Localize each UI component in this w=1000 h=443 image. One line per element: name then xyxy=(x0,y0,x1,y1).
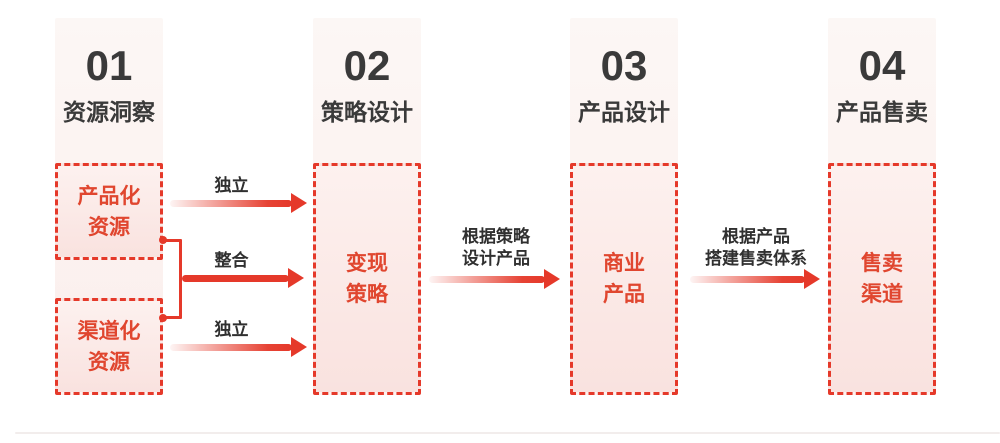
box-label-commercial-product: 商业 产品 xyxy=(603,248,645,310)
box-label-monetization-strategy: 变现 策略 xyxy=(346,248,388,310)
arrow-label-line: 设计产品 xyxy=(462,249,530,268)
box-monetization-strategy: 变现 策略 xyxy=(313,163,421,395)
box-label-line: 渠道 xyxy=(861,283,903,306)
step-title-product-sales: 产品售卖 xyxy=(836,99,928,125)
box-label-line: 变现 xyxy=(346,252,388,275)
box-label-line: 售卖 xyxy=(861,252,903,275)
box-label-line: 商业 xyxy=(603,252,645,275)
arrow-strategy-to-product xyxy=(429,276,545,283)
merge-line-bottom xyxy=(163,316,182,319)
box-label-line: 资源 xyxy=(88,350,130,374)
step-number-04: 04 xyxy=(858,42,906,89)
box-productized-resources: 产品化 资源 xyxy=(55,163,163,260)
arrowhead-strategy-to-product-icon xyxy=(544,269,560,289)
arrowhead-independent-bottom-icon xyxy=(291,337,307,357)
merge-line-top xyxy=(163,239,182,242)
step-number-03: 03 xyxy=(600,42,648,89)
arrowhead-product-to-sales-icon xyxy=(804,269,820,289)
box-label-line: 产品 xyxy=(603,283,645,306)
arrowhead-integrate-icon xyxy=(288,268,304,288)
arrow-label-line: 根据策略 xyxy=(462,227,530,246)
box-label-line: 策略 xyxy=(346,283,388,306)
arrow-independent-bottom xyxy=(170,344,292,351)
bottom-divider xyxy=(15,432,1000,434)
merge-line-vertical xyxy=(179,239,182,319)
arrow-label-integrate: 整合 xyxy=(214,251,249,270)
arrow-label-independent-top: 独立 xyxy=(214,176,249,195)
arrow-independent-top xyxy=(170,200,292,207)
box-label-line: 产品化 xyxy=(77,184,141,208)
box-label-channelized-resources: 渠道化 资源 xyxy=(78,316,141,378)
arrow-label-line: 根据产品 xyxy=(722,227,790,246)
step-number-01: 01 xyxy=(85,42,133,89)
arrow-integrate xyxy=(182,275,289,282)
step-number-02: 02 xyxy=(343,42,391,89)
step-title-product-design: 产品设计 xyxy=(578,99,670,125)
arrow-label-strategy-to-product: 根据策略 设计产品 xyxy=(420,226,572,270)
box-label-productized-resources: 产品化 资源 xyxy=(78,181,141,243)
arrowhead-independent-top-icon xyxy=(291,193,307,213)
arrow-label-product-to-sales: 根据产品 搭建售卖体系 xyxy=(680,226,832,270)
box-channelized-resources: 渠道化 资源 xyxy=(55,298,163,395)
step-title-resource-insight: 资源洞察 xyxy=(63,99,155,125)
step-title-strategy-design: 策略设计 xyxy=(321,99,413,125)
box-label-line: 渠道化 xyxy=(77,319,141,343)
box-commercial-product: 商业 产品 xyxy=(570,163,678,395)
arrow-label-independent-bottom: 独立 xyxy=(214,320,249,339)
box-label-sales-channel: 售卖 渠道 xyxy=(861,248,903,310)
box-label-line: 资源 xyxy=(88,215,130,239)
arrow-label-line: 搭建售卖体系 xyxy=(705,249,807,268)
arrow-product-to-sales xyxy=(690,276,805,283)
box-sales-channel: 售卖 渠道 xyxy=(828,163,936,395)
